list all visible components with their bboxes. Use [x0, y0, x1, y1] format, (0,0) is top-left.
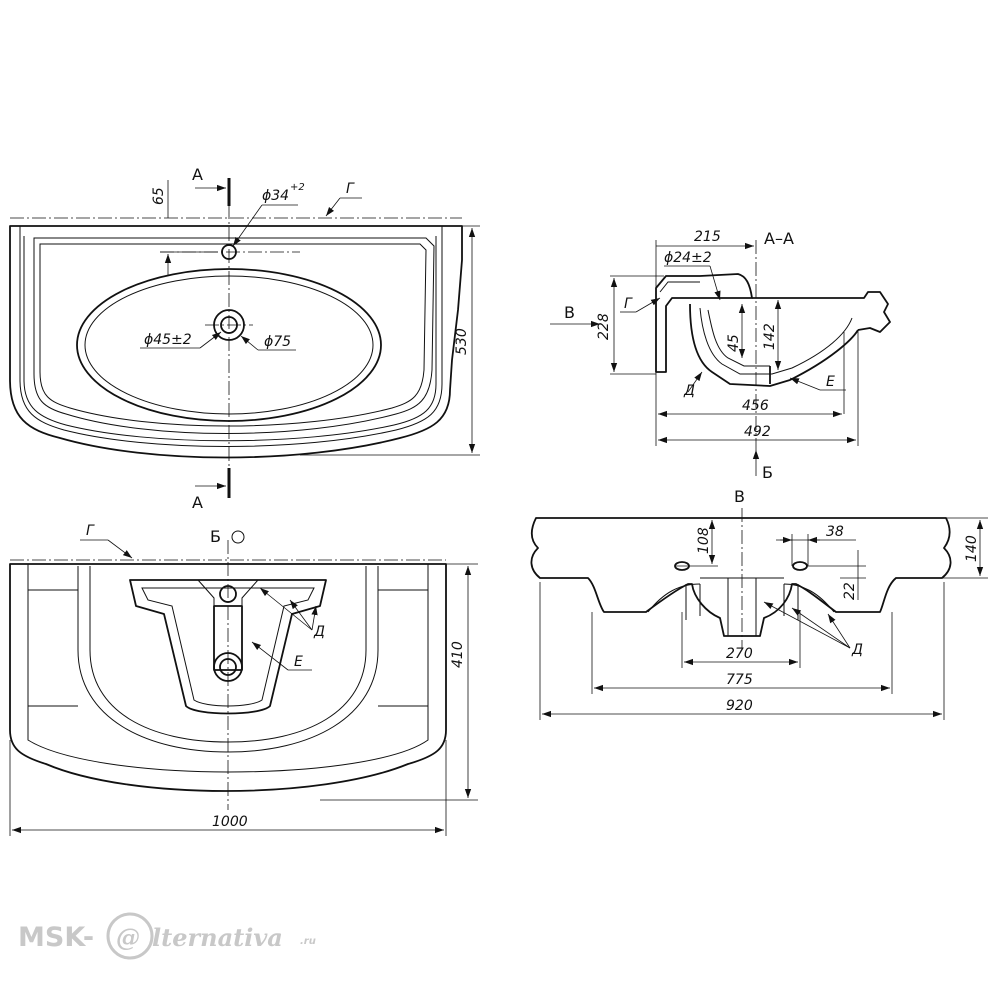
rim-line-1: [19, 226, 443, 447]
leader-d-bottom-2: [289, 599, 313, 631]
dim-65: 65: [151, 187, 167, 205]
section-letter-bottom: A: [192, 493, 203, 512]
section-letter-top: A: [192, 165, 203, 184]
label-g-top: Г: [346, 181, 355, 197]
dim-tap-hole-tol: +2: [290, 182, 305, 193]
section-back-wall: [655, 273, 753, 373]
dim-410: 410: [450, 641, 466, 668]
section-rim: [752, 291, 891, 333]
view-letter-b: Б: [210, 527, 221, 546]
dim-108: 108: [696, 527, 712, 554]
basin-outline: [9, 225, 463, 459]
leader-d-bottom-1: [259, 587, 313, 631]
label-g-sec: Г: [624, 296, 633, 312]
view-bb-letter: Б: [762, 463, 773, 482]
watermark-prefix: MSK-: [18, 922, 94, 953]
leader-d-sec: [687, 371, 703, 393]
leader-hole-2: [709, 265, 721, 301]
rim-inner-2: [39, 243, 427, 427]
dim-492: 492: [744, 424, 771, 440]
label-g-bottom: Г: [86, 523, 95, 539]
dim-140: 140: [964, 535, 980, 562]
dim-drain: ϕ45±2: [144, 332, 192, 348]
front-outline: [530, 517, 952, 637]
leader-d-front-2: [791, 607, 851, 649]
section-view: A–A 215 ϕ24±2 228 В Г 45 142 Д Е: [550, 229, 891, 482]
front-bowl-inner-r: [783, 583, 835, 613]
label-d-front: Д: [851, 642, 863, 658]
leader-drain-outer: [240, 335, 259, 351]
watermark-at: @: [116, 923, 140, 952]
dim-22: 22: [842, 582, 858, 600]
leader-g-sec: [635, 297, 661, 313]
channel-branch-left: [197, 579, 215, 660]
label-e-bottom: Е: [294, 654, 303, 670]
bottom-view: Г Б Д Е 410 1000: [9, 523, 478, 836]
channel-branch-right: [241, 579, 259, 660]
label-d-bottom: Д: [313, 624, 325, 640]
view-rotate-icon: [231, 530, 245, 544]
dim-drain-outer: ϕ75: [264, 334, 291, 350]
mount-hole-right: [792, 561, 808, 571]
dim-38: 38: [826, 524, 844, 540]
dim-228: 228: [596, 313, 612, 340]
leader-g-bottom: [107, 539, 133, 559]
rim-inner: [33, 237, 435, 434]
leader-drain: [199, 331, 222, 349]
overflow-channel-inner: [141, 587, 315, 707]
label-d-sec: Д: [683, 383, 695, 399]
section-bowl-outer: [689, 303, 859, 387]
dim-775: 775: [726, 672, 753, 688]
bottom-outline: [9, 563, 447, 792]
dim-920: 920: [726, 698, 753, 714]
section-bowl-inner: [699, 307, 853, 375]
leader-tap: [232, 204, 263, 247]
watermark: MSK- @ lternativa .ru: [18, 912, 316, 960]
dim-530: 530: [454, 328, 470, 355]
dim-142: 142: [762, 323, 778, 350]
dim-45: 45: [726, 334, 742, 352]
overflow-channel: [129, 579, 327, 715]
front-bowl-inner: [647, 583, 701, 613]
section-bowl-inner-2: [707, 309, 770, 367]
watermark-tld: .ru: [300, 936, 316, 947]
front-view: В 108 38 22 140 Д: [530, 487, 988, 720]
top-view: A A 65 ϕ34 +2 Г ϕ45±2 ϕ75 530: [9, 165, 480, 512]
label-e-sec: Е: [826, 374, 835, 390]
watermark-brand: lternativa: [152, 923, 283, 952]
leader-d-front-1: [763, 601, 851, 649]
leader-d-bottom-3: [311, 605, 318, 631]
rim-line-2: [23, 236, 437, 442]
watermark-at-ring: [106, 912, 154, 960]
dim-270: 270: [726, 646, 753, 662]
dim-hole: ϕ24±2: [664, 250, 712, 266]
dim-1000: 1000: [212, 814, 248, 830]
section-title: A–A: [764, 229, 794, 248]
dim-456: 456: [742, 398, 769, 414]
dim-tap-hole: ϕ34: [262, 188, 289, 204]
front-title: В: [734, 487, 745, 506]
leader-g: [325, 197, 341, 217]
leader-e-bottom: [251, 641, 289, 671]
leader-d-front-3: [827, 613, 851, 649]
leader-e-sec: [789, 377, 821, 391]
dim-215: 215: [694, 229, 721, 245]
view-b-letter: В: [564, 303, 575, 322]
section-back-inner: [659, 281, 700, 293]
